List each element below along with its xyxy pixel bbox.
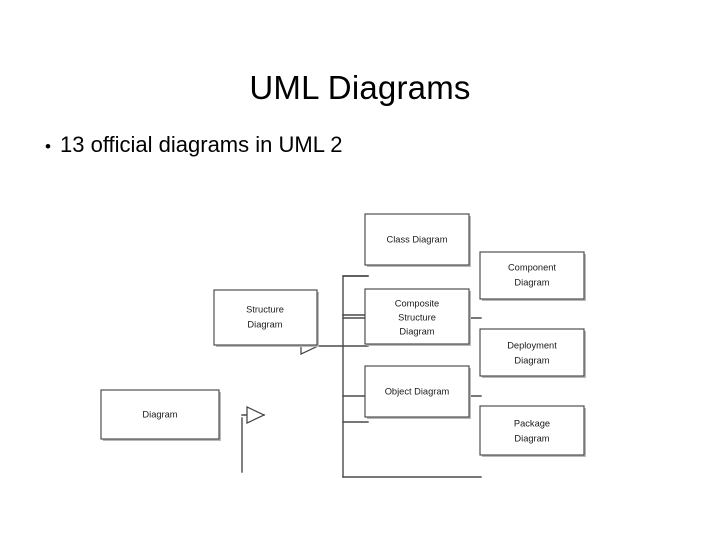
node-package-diagram-label-line1: Package <box>514 418 550 428</box>
list-item: • 13 official diagrams in UML 2 <box>36 130 684 162</box>
node-component-diagram-label-line1: Component <box>508 262 556 272</box>
node-diagram[interactable]: Diagram <box>100 389 221 441</box>
node-structure-diagram-label-line1: Structure <box>246 304 284 314</box>
node-composite-structure-diagram-label-line3: Diagram <box>399 326 434 336</box>
node-object-diagram-box <box>364 365 470 418</box>
generalization-arrow-icon-diagram <box>246 406 266 424</box>
node-structure-diagram-label-line2: Diagram <box>247 319 282 329</box>
node-class-diagram-label: Class Diagram <box>387 234 448 244</box>
node-composite-structure-diagram[interactable]: Composite Structure Diagram <box>364 288 471 346</box>
page-title: UML Diagrams <box>249 69 471 107</box>
node-deployment-diagram[interactable]: Deployment Diagram <box>479 328 586 378</box>
bullet-text: 13 official diagrams in UML 2 <box>60 132 343 157</box>
node-class-diagram-box <box>364 213 470 266</box>
node-class-diagram[interactable]: Class Diagram <box>364 213 471 267</box>
node-structure-diagram-box <box>213 289 318 346</box>
node-composite-structure-diagram-label-line2: Structure <box>398 312 436 322</box>
node-deployment-diagram-label-line2: Diagram <box>514 355 549 365</box>
edge-component-trunk-seg <box>342 275 369 316</box>
node-composite-structure-diagram-box <box>364 288 470 345</box>
bullet-list: • 13 official diagrams in UML 2 <box>36 130 684 162</box>
node-diagram-label: Diagram <box>142 409 177 419</box>
node-object-diagram[interactable]: Object Diagram <box>364 365 471 419</box>
node-component-diagram-label-line2: Diagram <box>514 277 549 287</box>
uml-hierarchy-diagram: Diagram Structure Diagram Class Diagram … <box>96 200 612 478</box>
node-deployment-diagram-box <box>479 328 585 377</box>
uml-diagram-svg: Diagram Structure Diagram Class Diagram … <box>100 213 586 478</box>
node-package-diagram[interactable]: Package Diagram <box>479 405 586 457</box>
node-package-diagram-box <box>479 405 585 456</box>
node-deployment-diagram-label-line1: Deployment <box>507 340 557 350</box>
node-package-diagram-label-line2: Diagram <box>514 433 549 443</box>
node-component-diagram[interactable]: Component Diagram <box>479 251 586 301</box>
node-object-diagram-label: Object Diagram <box>385 386 450 396</box>
node-structure-diagram[interactable]: Structure Diagram <box>213 289 319 347</box>
node-diagram-box <box>100 389 220 440</box>
node-component-diagram-box <box>479 251 585 300</box>
bullet-point-icon: • <box>45 137 51 156</box>
node-composite-structure-diagram-label-line1: Composite <box>395 298 439 308</box>
